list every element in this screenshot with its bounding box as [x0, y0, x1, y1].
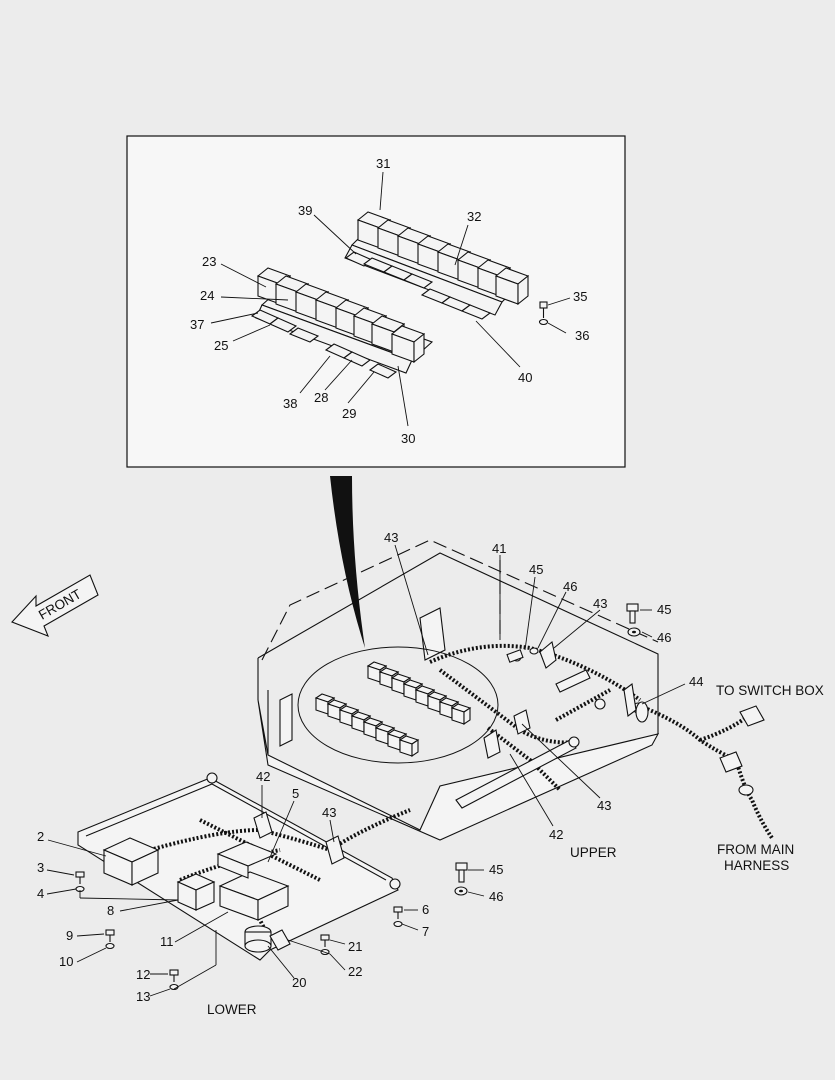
upper-relay-box [257, 539, 660, 841]
part-number-22: 22 [348, 964, 362, 979]
part-number-43-lower: 43 [322, 805, 336, 820]
part-number-5: 5 [292, 786, 299, 801]
upper-leaders [394, 544, 686, 897]
upper-part-numbers: 43 41 45 46 43 45 46 44 42 43 45 46 [384, 530, 703, 904]
part-number-4: 4 [37, 886, 44, 901]
part-number-25: 25 [214, 338, 228, 353]
inset-bolt [538, 301, 549, 326]
lower-part-numbers: 42 5 43 2 3 4 8 9 10 11 12 13 20 21 22 6… [37, 769, 429, 1004]
part-number-42-lower: 42 [256, 769, 270, 784]
lower-caption: LOWER [207, 1002, 257, 1017]
part-number-28: 28 [314, 390, 328, 405]
part-number-38: 38 [283, 396, 297, 411]
part-number-40: 40 [518, 370, 532, 385]
lower-leaders [46, 785, 419, 997]
part-number-41: 41 [492, 541, 506, 556]
part-number-31: 31 [376, 156, 390, 171]
inset-leaders [210, 171, 571, 427]
relay-detail-inset: 31 32 39 23 24 37 25 35 36 38 28 29 40 3… [126, 135, 626, 468]
lower-tray [77, 772, 411, 961]
part-number-37: 37 [190, 317, 204, 332]
part-number-45-lower-loose: 45 [489, 862, 503, 877]
to-switch-box-caption: TO SWITCH BOX [716, 683, 824, 698]
part-number-9: 9 [66, 928, 73, 943]
part-number-35: 35 [573, 289, 587, 304]
lower-loose-bolt-washer [454, 862, 468, 896]
relay-row-lower [250, 267, 434, 379]
part-number-42-upper: 42 [549, 827, 563, 842]
part-number-46-loose: 46 [657, 630, 671, 645]
part-number-8: 8 [107, 903, 114, 918]
lower-component-5 [216, 841, 278, 879]
part-number-43-upper-lower: 43 [597, 798, 611, 813]
detail-callout-pointer [330, 476, 365, 648]
part-number-44: 44 [689, 674, 703, 689]
from-main-harness-caption-line2: HARNESS [724, 858, 789, 873]
part-number-24: 24 [200, 288, 214, 303]
upper-caption: UPPER [570, 845, 617, 860]
external-harness [635, 701, 774, 840]
part-number-29: 29 [342, 406, 356, 421]
part-number-20: 20 [292, 975, 306, 990]
part-number-11: 11 [160, 934, 174, 949]
inset-part-numbers: 31 32 39 23 24 37 25 35 36 38 28 29 40 3… [190, 156, 589, 446]
part-number-7: 7 [422, 924, 429, 939]
lower-relay-2 [102, 837, 160, 886]
part-number-6: 6 [422, 902, 429, 917]
relay-row-upper [344, 211, 530, 320]
part-number-45-upper: 45 [529, 562, 543, 577]
part-number-46-upper: 46 [563, 579, 577, 594]
part-number-2: 2 [37, 829, 44, 844]
upper-box-relays [314, 661, 472, 758]
part-number-39: 39 [298, 203, 312, 218]
part-number-12: 12 [136, 967, 150, 982]
part-number-43-upper-right: 43 [593, 596, 607, 611]
part-number-46-lower-loose: 46 [489, 889, 503, 904]
part-number-23: 23 [202, 254, 216, 269]
lower-unit-11 [218, 871, 290, 921]
part-number-43-top: 43 [384, 530, 398, 545]
part-number-10: 10 [59, 954, 73, 969]
upper-bolt-washer [626, 603, 641, 637]
part-number-45-loose: 45 [657, 602, 671, 617]
part-number-36: 36 [575, 328, 589, 343]
part-number-13: 13 [136, 989, 150, 1004]
front-arrow: FRONT [11, 574, 99, 637]
from-main-harness-caption-line1: FROM MAIN [717, 842, 794, 857]
part-number-32: 32 [467, 209, 481, 224]
lower-relay-8 [176, 873, 216, 911]
part-number-21: 21 [348, 939, 362, 954]
lower-cylinder-20 [244, 925, 272, 953]
part-number-30: 30 [401, 431, 415, 446]
part-number-3: 3 [37, 860, 44, 875]
